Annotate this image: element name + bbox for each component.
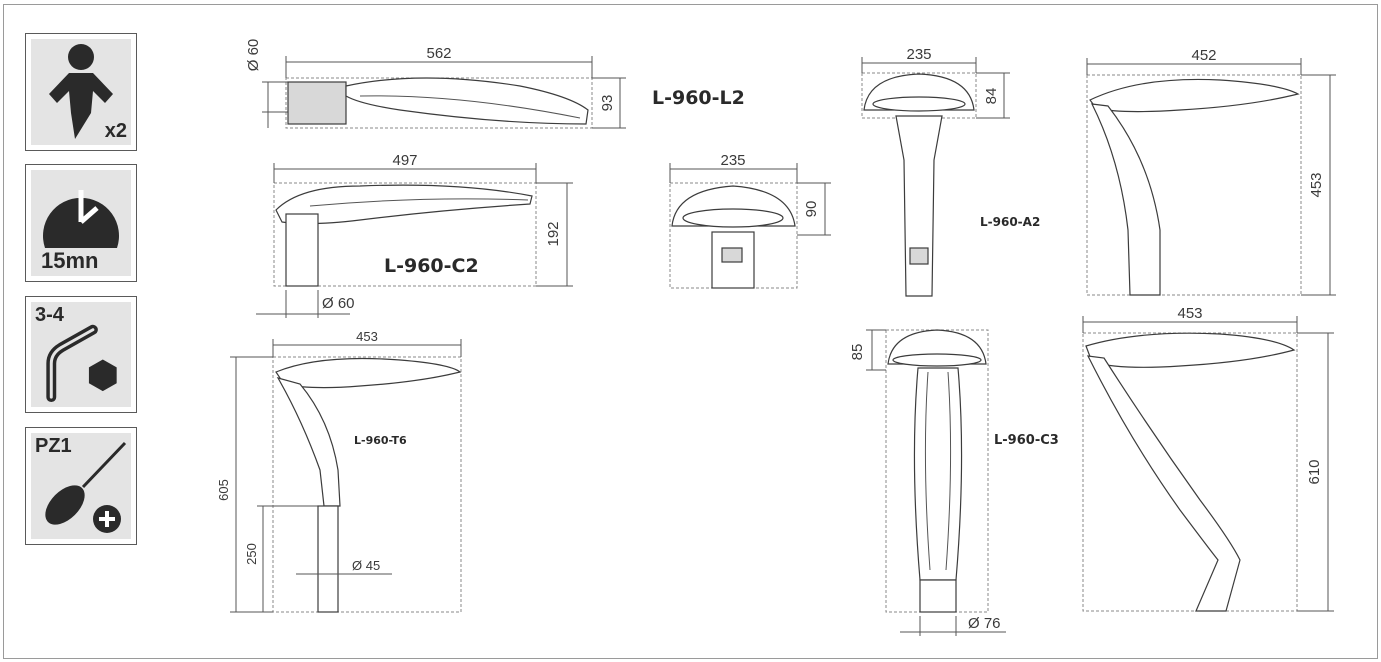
t6-width-dim: 453 xyxy=(356,329,378,344)
c3side-height-dim: 610 xyxy=(1306,459,1323,484)
c2-width-dim: 497 xyxy=(392,152,417,169)
t6-pole-dim: 250 xyxy=(244,543,259,565)
drawing-frame xyxy=(3,4,1378,659)
screwdriver-icon: PZ1 xyxy=(25,427,137,545)
l2-diameter-dim: Ø 60 xyxy=(245,39,262,72)
t6-diameter-dim: Ø 45 xyxy=(352,558,380,573)
c3-diameter-dim: Ø 76 xyxy=(968,615,1001,632)
hex-key-size: 3-4 xyxy=(35,304,64,326)
side-height-dim: 453 xyxy=(1308,172,1325,197)
clock-icon: 15mn xyxy=(25,164,137,282)
c2-height-dim: 192 xyxy=(545,221,562,246)
a2-width-dim: 235 xyxy=(906,46,931,63)
time-label: 15mn xyxy=(41,248,99,273)
persons-count: x2 xyxy=(104,120,127,142)
model-a2-label: L-960-A2 xyxy=(980,215,1040,229)
screwdriver-type: PZ1 xyxy=(35,435,72,457)
c2-side-view: 497 192 Ø 60 L-960-C2 xyxy=(256,152,573,318)
t6-view: 453 605 250 Ø 45 L-960-T6 xyxy=(216,329,462,613)
l2-height-dim: 93 xyxy=(599,95,616,112)
front-height-dim: 90 xyxy=(803,201,820,218)
model-c3-label: L-960-C3 xyxy=(994,433,1059,448)
a2-view: 235 84 L-960-A2 xyxy=(861,46,1040,297)
model-l2-label: L-960-L2 xyxy=(652,87,745,109)
hex-key-icon: 3-4 xyxy=(25,296,137,413)
c3-view: 85 Ø 76 L-960-C3 xyxy=(849,329,1059,636)
c3-side-view: 453 610 xyxy=(1082,305,1334,612)
a2-height-dim: 84 xyxy=(983,88,1000,105)
side-width-dim: 452 xyxy=(1191,47,1216,64)
c3side-width-dim: 453 xyxy=(1177,305,1202,322)
front-view: 235 90 xyxy=(669,152,831,289)
t6-height-dim: 605 xyxy=(216,479,231,501)
model-t6-label: L-960-T6 xyxy=(354,434,407,447)
c3-height-dim: 85 xyxy=(849,344,866,361)
c2-diameter-dim: Ø 60 xyxy=(322,295,355,312)
model-c2-label: L-960-C2 xyxy=(384,255,479,277)
a2-side-view: 452 453 xyxy=(1086,47,1336,296)
front-width-dim: 235 xyxy=(720,152,745,169)
two-persons-icon: x2 xyxy=(25,33,137,151)
l2-width-dim: 562 xyxy=(426,45,451,62)
l2-side-view: 562 93 Ø 60 L-960-L2 xyxy=(245,39,745,129)
